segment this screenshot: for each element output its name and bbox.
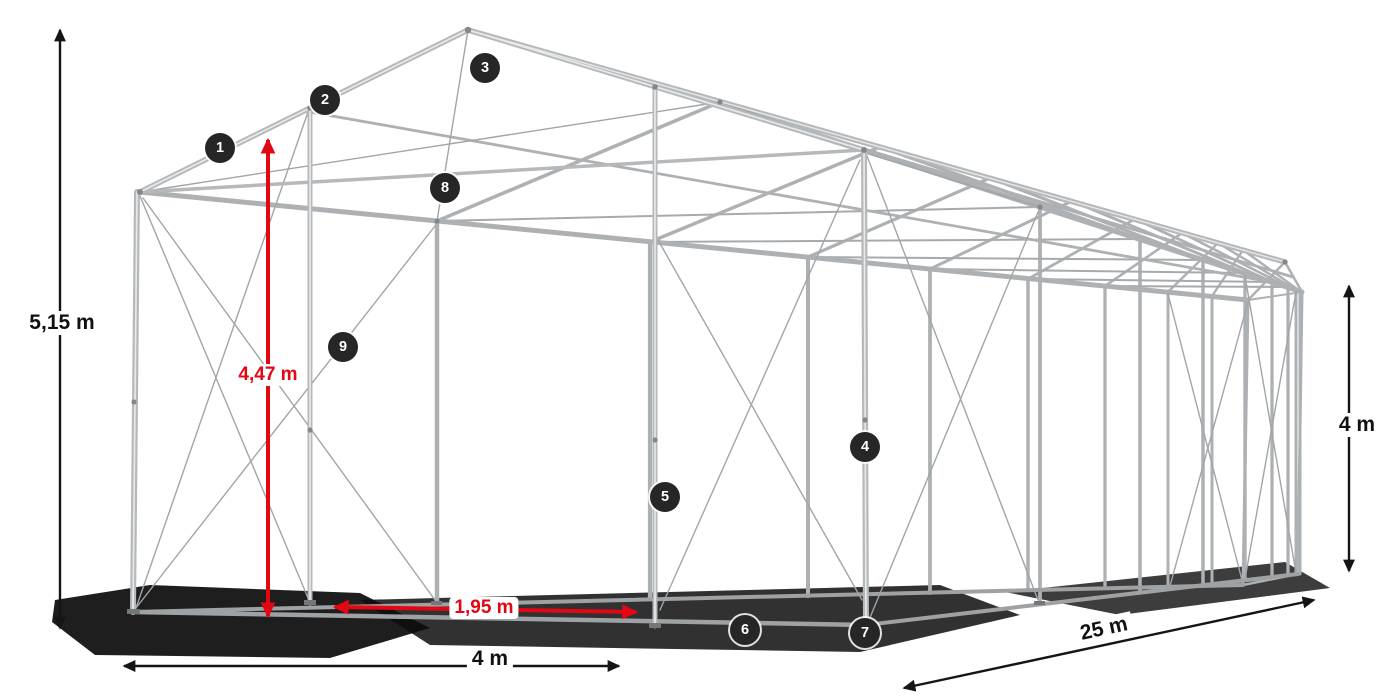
- part-badge-3: 3: [470, 53, 500, 83]
- part-badge-6: 6: [730, 615, 760, 645]
- dimension-label-total-height: 5,15 m: [24, 311, 100, 335]
- dimension-label-width: 4 m: [466, 647, 514, 671]
- dimension-label-entrance-height: 4,47 m: [233, 364, 303, 386]
- part-badge-5: 5: [650, 482, 680, 512]
- part-badge-8: 8: [430, 173, 460, 203]
- part-badge-4: 4: [850, 432, 880, 462]
- part-badge-7: 7: [850, 618, 880, 648]
- length-arrow: [902, 596, 1316, 692]
- part-badge-9: 9: [328, 332, 358, 362]
- part-badge-1: 1: [205, 133, 235, 163]
- dimension-label-entrance-width: 1,95 m: [449, 597, 519, 619]
- part-badge-2: 2: [310, 85, 340, 115]
- dimension-label-side-height: 4 m: [1333, 413, 1381, 437]
- tent-frame: [127, 26, 1305, 629]
